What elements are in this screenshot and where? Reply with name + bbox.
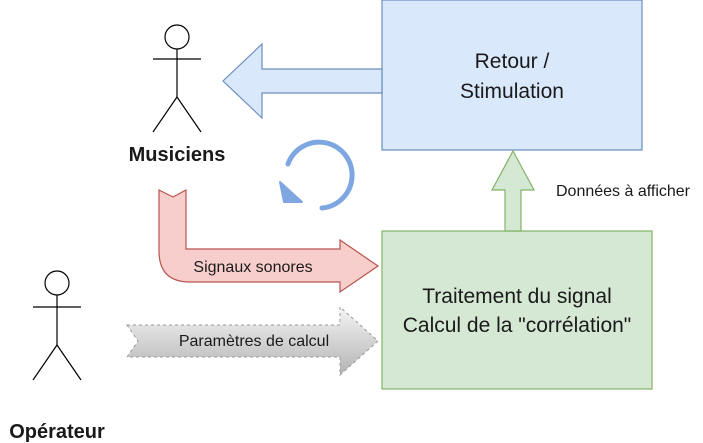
display-data-label: Données à afficher bbox=[556, 183, 691, 200]
display-data-arrow bbox=[490, 149, 536, 232]
processing-box-line2: Calcul de la "corrélation" bbox=[403, 314, 632, 337]
musician-actor-icon bbox=[152, 24, 202, 133]
processing-box-line1: Traitement du signal bbox=[422, 285, 611, 308]
feedback-arrow bbox=[222, 42, 383, 120]
feedback-box-line1: Retour / bbox=[475, 50, 550, 73]
calc-params-arrow bbox=[126, 305, 379, 377]
calc-params-label: Paramètres de calcul bbox=[179, 333, 329, 350]
operator-label: Opérateur bbox=[9, 421, 105, 443]
feedback-box bbox=[381, 0, 643, 151]
sound-signals-arrow bbox=[158, 188, 380, 294]
operator-actor-icon bbox=[32, 270, 82, 381]
processing-box bbox=[381, 230, 653, 390]
musicians-label: Musiciens bbox=[129, 144, 226, 166]
refresh-cycle-icon bbox=[279, 139, 355, 211]
feedback-box-line2: Stimulation bbox=[460, 80, 564, 103]
sound-signals-label: Signaux sonores bbox=[193, 259, 312, 276]
